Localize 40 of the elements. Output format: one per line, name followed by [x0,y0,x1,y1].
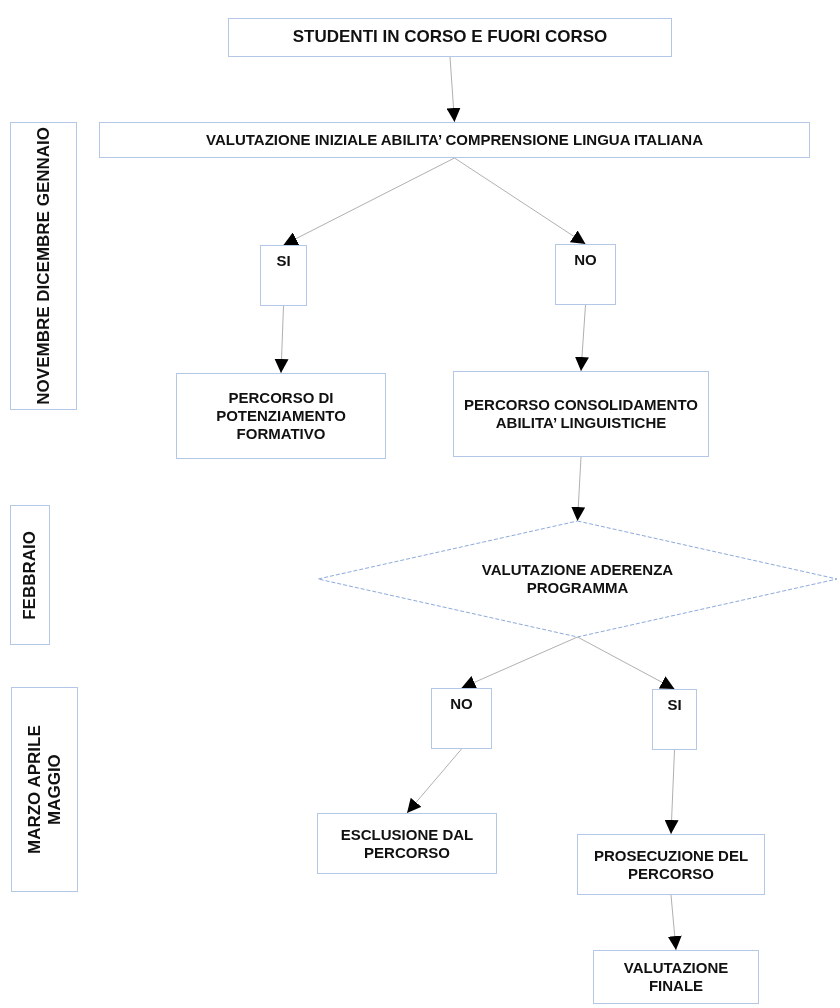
arrow [274,305,289,374]
arrow [574,304,589,372]
process-box [176,373,386,459]
arrow [461,636,578,689]
period-box [10,122,77,410]
node-text: PROSECUZIONE DEL PERCORSO [592,846,750,883]
answer-box [431,688,492,749]
process-box [453,371,709,457]
arrow [664,749,679,835]
period-box [11,687,78,892]
process-box [228,18,672,57]
process-box [593,950,759,1004]
arrow [446,56,461,123]
period-label: FEBBRAIO [20,530,40,620]
answer-box [260,245,307,306]
arrow [571,456,586,522]
node-text: ESCLUSIONE DAL PERCORSO [339,825,475,862]
node-text: VALUTAZIONE ADERENZA PROGRAMMA [480,561,675,597]
process-box [99,122,810,158]
process-box [317,813,497,874]
node-text: SI [667,696,682,714]
answer-box [555,244,616,305]
node-text: PERCORSO CONSOLIDAMENTO ABILITA’ LINGUISTICHE [463,396,699,432]
node-text: STUDENTI IN CORSO E FUORI CORSO [292,27,608,48]
period-label: MARZO APRILE MAGGIO [24,724,65,856]
period-box [10,505,50,645]
node-text: PERCORSO DI POTENZIAMENTO FORMATIVO [215,389,347,443]
arrow [454,157,586,245]
arrow [283,157,455,246]
node-text: SI [276,252,291,270]
answer-box [652,689,697,750]
period-label: NOVEMBRE DICEMBRE GENNAIO [33,127,54,405]
process-box [577,834,765,895]
arrow [667,894,682,951]
node-text: VALUTAZIONE FINALE [622,959,730,995]
node-text: VALUTAZIONE INIZIALE ABILITA’ COMPRENSIONE LINGUA ITALIANA [206,131,703,149]
arrow [406,748,462,814]
node-text: NO [450,695,473,713]
arrow [577,636,675,690]
node-text: NO [574,251,597,269]
